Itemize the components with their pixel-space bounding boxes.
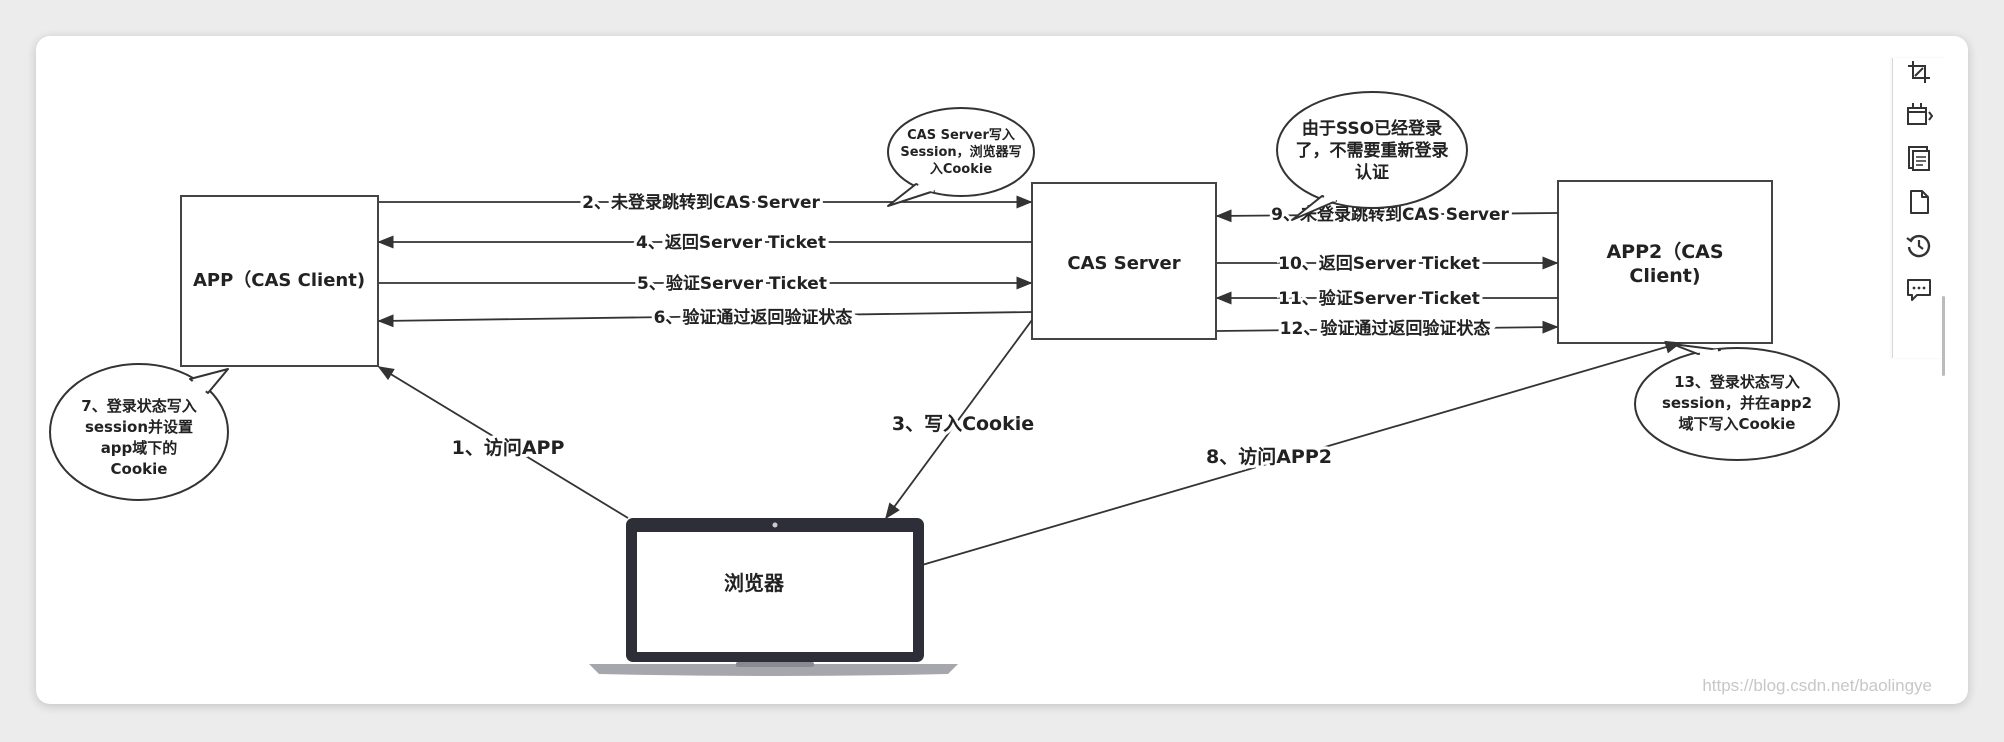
- node-app2[interactable]: APP2（CAS Client): [1557, 180, 1773, 344]
- node-browser[interactable]: 浏览器: [589, 518, 958, 676]
- edge-6-label: 6、验证通过返回验证状态: [654, 307, 853, 328]
- side-toolbar: [1892, 58, 1945, 358]
- bubble-step13-line2: session，并在app2: [1662, 394, 1812, 412]
- node-cas-server[interactable]: CAS Server: [1031, 182, 1217, 340]
- node-app[interactable]: APP（CAS Client): [180, 195, 379, 367]
- diagram-canvas: APP（CAS Client) CAS Server APP2（CAS Clie…: [36, 36, 1968, 704]
- bubble-step7-line4: Cookie: [111, 460, 168, 478]
- edge-8-label: 8、访问APP2: [1206, 445, 1332, 468]
- node-cas-server-label: CAS Server: [1067, 253, 1180, 274]
- edge-9-line: [1215, 209, 1559, 223]
- bubble-cas-write: CAS Server写入 Session，浏览器写 入Cookie: [887, 107, 1035, 207]
- edge-12-line: [1216, 320, 1559, 334]
- edge-5-label: 5、验证Server Ticket: [637, 273, 827, 294]
- bubble-cas-write-line3: 入Cookie: [930, 162, 993, 177]
- edge-4-label: 4、返回Server Ticket: [636, 233, 826, 253]
- edge-12-label: 12、验证通过返回验证状态: [1280, 318, 1491, 339]
- node-app2-label-line1: APP2（CAS: [1606, 240, 1723, 263]
- edge-8-line: [921, 340, 1682, 566]
- bubble-sso-line2: 了，不需要重新登录: [1296, 140, 1449, 161]
- edge-3-label: 3、写入Cookie: [892, 413, 1034, 435]
- bubble-cas-write-line1: CAS Server写入: [907, 128, 1015, 143]
- copy-icon[interactable]: [1905, 144, 1933, 172]
- edge-11-label: 11、验证Server Ticket: [1278, 288, 1480, 309]
- watermark: https://blog.csdn.net/baolingye: [1702, 676, 1932, 695]
- comment-icon[interactable]: [1905, 276, 1933, 304]
- edge-1-label: 1、访问APP: [452, 436, 565, 459]
- bubble-sso-line3: 认证: [1355, 162, 1389, 183]
- bubble-step7-line1: 7、登录状态写入: [81, 397, 196, 415]
- node-app2-label-line2: Client): [1629, 265, 1700, 287]
- history-icon[interactable]: [1905, 232, 1933, 260]
- bubble-cas-write-line2: Session，浏览器写: [900, 144, 1021, 160]
- edge-10-label: 10、返回Server Ticket: [1278, 254, 1480, 274]
- edge-6-line: [377, 311, 1033, 328]
- page-icon[interactable]: [1905, 188, 1933, 216]
- bubble-step7-line3: app域下的: [101, 439, 178, 457]
- node-app-label: APP（CAS Client): [193, 270, 365, 291]
- edge-3-line: [885, 319, 1033, 520]
- edge-2-label: 2、未登录跳转到CAS Server: [582, 192, 820, 213]
- bubble-step13-line1: 13、登录状态写入: [1674, 373, 1800, 391]
- bubble-step13-line3: 域下写入Cookie: [1679, 415, 1796, 433]
- edge-1-line: [377, 366, 629, 519]
- node-browser-label: 浏览器: [724, 571, 785, 595]
- bubble-step13: 13、登录状态写入 session，并在app2 域下写入Cookie: [1634, 343, 1840, 461]
- sso-flow-diagram: APP（CAS Client) CAS Server APP2（CAS Clie…: [49, 91, 1840, 676]
- vertical-scrollbar[interactable]: [1942, 296, 1945, 376]
- bubble-sso-line1: 由于SSO已经登录: [1302, 118, 1442, 139]
- bubble-sso: 由于SSO已经登录 了，不需要重新登录 认证: [1276, 91, 1468, 221]
- bubble-step7-line2: session并设置: [85, 418, 193, 436]
- bubble-step7: 7、登录状态写入 session并设置 app域下的 Cookie: [49, 363, 229, 501]
- crop-icon[interactable]: [1905, 58, 1933, 86]
- resize-icon[interactable]: [1905, 100, 1934, 128]
